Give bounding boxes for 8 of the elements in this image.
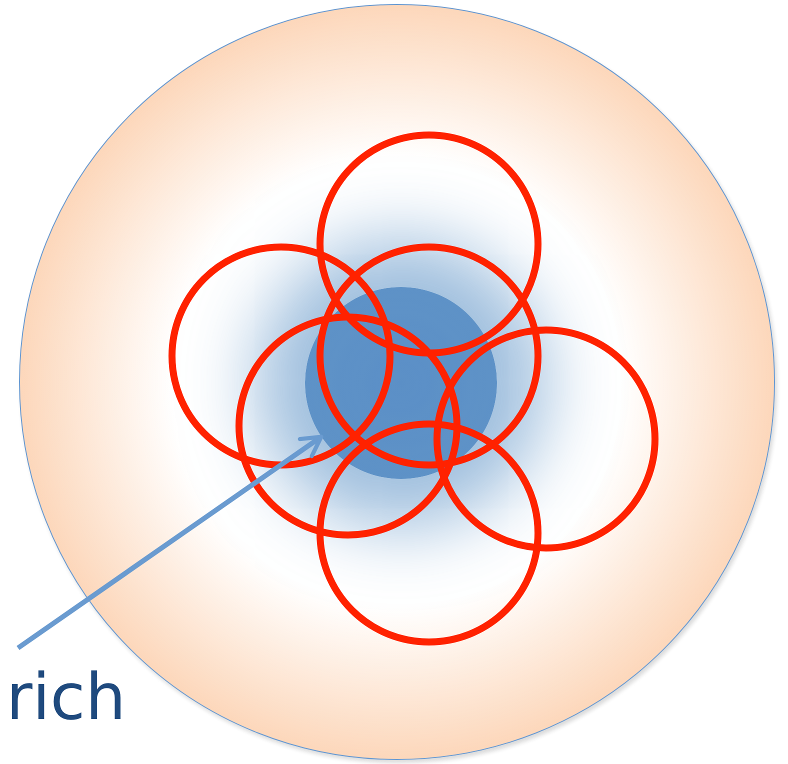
ring-circle: [316, 420, 542, 646]
ring-circle: [433, 326, 659, 552]
node-label: rich: [0, 648, 132, 748]
leader-arrow: [16, 434, 324, 650]
ring-circle: [316, 131, 542, 357]
ring-circle: [235, 313, 461, 539]
ring-circle: [316, 243, 542, 469]
ring-circle: [168, 243, 394, 469]
